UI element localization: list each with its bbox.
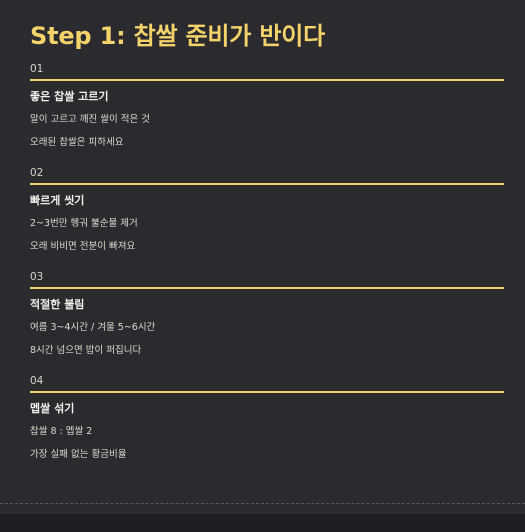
step-detail: 찹쌀 8 : 멥쌀 2 xyxy=(30,426,93,437)
step-number: 01 xyxy=(30,63,44,75)
step-section-03: 03 적절한 불림 여름 3~4시간 / 겨울 5~6시간 8시간 넘으면 밥이… xyxy=(30,270,504,357)
step-number: 02 xyxy=(30,167,44,179)
step-section-04: 04 멥쌀 섞기 찹쌀 8 : 멥쌀 2 가장 실패 없는 황금비율 xyxy=(30,374,504,461)
step-detail: 오래 비비면 전분이 빠져요 xyxy=(30,241,136,252)
step-detail: 여름 3~4시간 / 겨울 5~6시간 xyxy=(30,322,156,333)
section-divider xyxy=(0,503,525,504)
step-divider xyxy=(30,287,504,289)
step-heading: 빠르게 씻기 xyxy=(30,194,85,207)
step-heading: 좋은 찹쌀 고르기 xyxy=(30,90,109,103)
step-divider xyxy=(30,391,504,393)
step-detail: 가장 실패 없는 황금비율 xyxy=(30,449,127,460)
step-number: 03 xyxy=(30,271,44,283)
step-divider xyxy=(30,79,504,81)
step-number: 04 xyxy=(30,375,44,387)
step-section-01: 01 좋은 찹쌀 고르기 알이 고르고 깨진 쌀이 적은 것 오래된 찹쌀은 피… xyxy=(30,62,504,149)
step-detail: 8시간 넘으면 밥이 퍼집니다 xyxy=(30,345,142,356)
page-title: Step 1: 찹쌀 준비가 반이다 xyxy=(30,22,325,50)
step-section-02: 02 빠르게 씻기 2~3번만 헹궈 불순물 제거 오래 비비면 전분이 빠져요 xyxy=(30,166,504,253)
step-detail: 오래된 찹쌀은 피하세요 xyxy=(30,137,124,148)
step-detail: 알이 고르고 깨진 쌀이 적은 것 xyxy=(30,114,150,125)
footer-bar xyxy=(0,514,525,532)
step-divider xyxy=(30,183,504,185)
step-detail: 2~3번만 헹궈 불순물 제거 xyxy=(30,218,138,229)
step-heading: 멥쌀 섞기 xyxy=(30,402,75,415)
step-heading: 적절한 불림 xyxy=(30,298,85,311)
